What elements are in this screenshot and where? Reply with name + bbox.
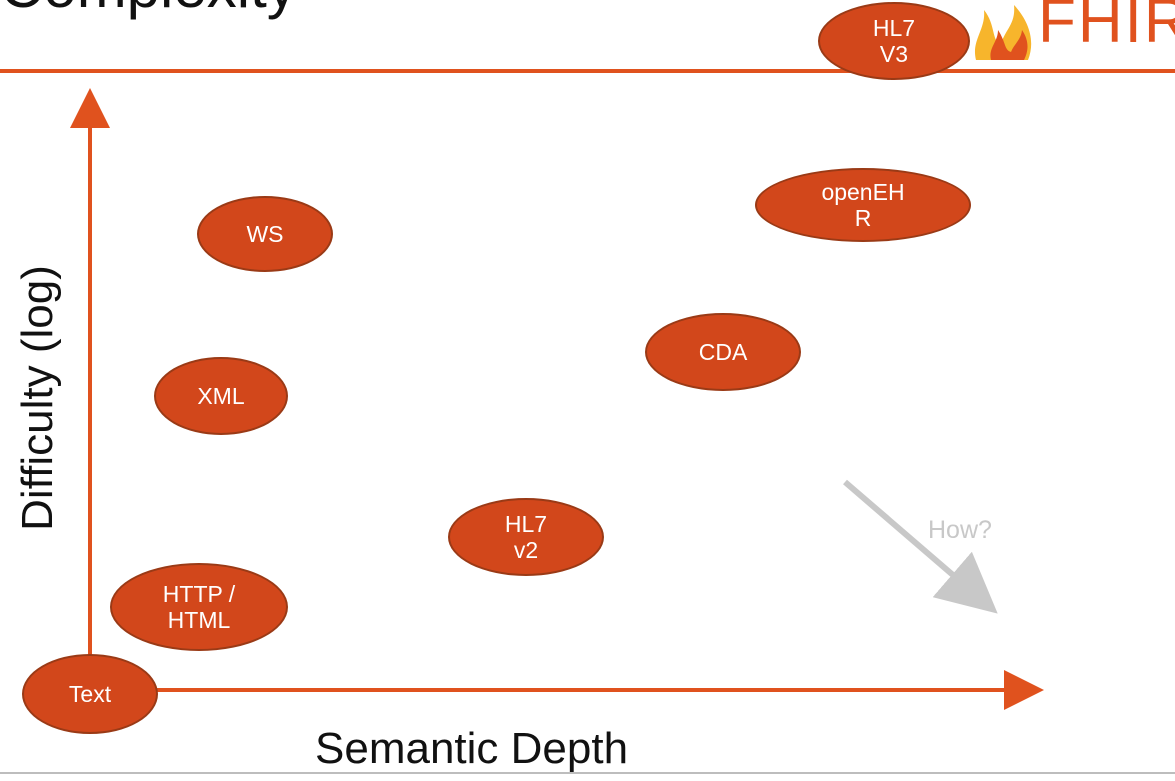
node-cda: CDA: [645, 313, 801, 391]
node-hl7-v2-label: HL7 v2: [504, 511, 548, 563]
how-annotation: How?: [928, 516, 992, 544]
node-ws-label: WS: [246, 221, 284, 247]
header-divider: [0, 69, 1175, 73]
node-ws: WS: [197, 196, 333, 272]
node-hl7-v3: HL7 V3: [818, 2, 970, 80]
fhir-flame-icon: [974, 5, 1032, 60]
node-cda-label: CDA: [698, 339, 748, 365]
node-openehr: openEH R: [755, 168, 971, 242]
node-xml-label: XML: [197, 383, 245, 409]
node-openehr-label: openEH R: [821, 179, 905, 231]
how-arrow: [843, 479, 998, 614]
node-hl7-v2: HL7 v2: [448, 498, 604, 576]
y-axis-label: Difficulty (log): [13, 265, 62, 531]
node-hl7-v3-label: HL7 V3: [872, 15, 916, 67]
node-http-html-label: HTTP / HTML: [162, 581, 236, 633]
node-text: Text: [22, 654, 158, 734]
node-text-label: Text: [68, 681, 112, 707]
fhir-logo-text: FHIR: [1038, 0, 1175, 56]
page-title: Complexity: [0, 0, 297, 21]
footer-divider: [0, 772, 1175, 774]
node-http-html: HTTP / HTML: [110, 563, 288, 651]
node-xml: XML: [154, 357, 288, 435]
x-axis-label: Semantic Depth: [315, 724, 629, 773]
